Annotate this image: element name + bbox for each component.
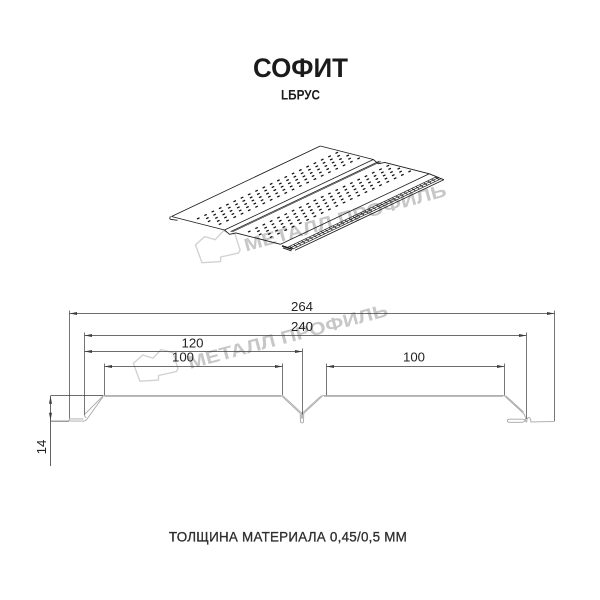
svg-text:264: 264 [291, 299, 313, 314]
svg-text:240: 240 [291, 319, 313, 334]
svg-text:СОФИТ: СОФИТ [253, 53, 348, 83]
svg-text:LБРУС: LБРУС [281, 87, 320, 102]
svg-text:100: 100 [172, 350, 194, 365]
svg-text:ТОЛЩИНА МАТЕРИАЛА 0,45/0,5 ММ: ТОЛЩИНА МАТЕРИАЛА 0,45/0,5 ММ [169, 530, 407, 545]
svg-text:120: 120 [181, 336, 203, 351]
svg-text:14: 14 [34, 440, 49, 455]
svg-text:100: 100 [403, 350, 425, 365]
